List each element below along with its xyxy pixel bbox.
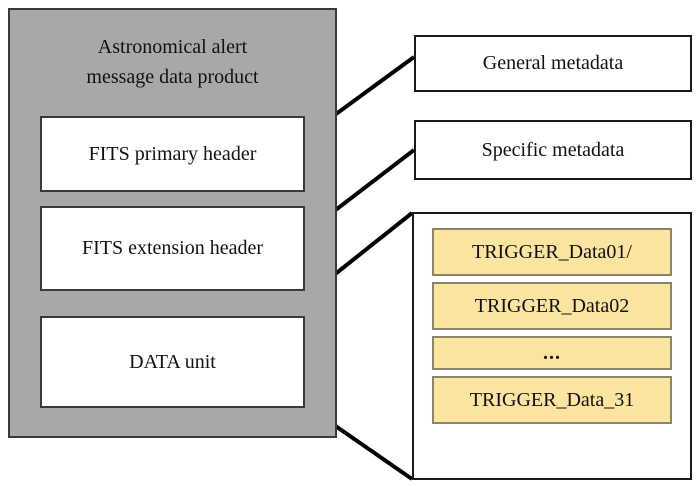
section-label: DATA unit <box>129 350 216 373</box>
section-fits-extension-header[interactable]: FITS extension header <box>40 206 305 291</box>
trigger-item-label: TRIGGER_Data02 <box>474 294 630 317</box>
trigger-item-label: TRIGGER_Data_31 <box>469 388 635 411</box>
trigger-item-label: TRIGGER_Data01/ <box>472 240 632 263</box>
trigger-data-list: TRIGGER_Data01/ TRIGGER_Data02 ... TRIGG… <box>432 228 672 430</box>
trigger-data-ellipsis: ... <box>432 336 672 370</box>
trigger-data-item[interactable]: TRIGGER_Data_31 <box>432 376 672 424</box>
product-panel-title: Astronomical alert message data product <box>86 36 259 88</box>
section-data-unit[interactable]: DATA unit <box>40 316 305 408</box>
trigger-data-container: TRIGGER_Data01/ TRIGGER_Data02 ... TRIGG… <box>412 212 692 480</box>
trigger-data-item[interactable]: TRIGGER_Data01/ <box>432 228 672 276</box>
trigger-data-item[interactable]: TRIGGER_Data02 <box>432 282 672 330</box>
box-general-metadata[interactable]: General metadata <box>414 35 692 92</box>
trigger-item-label: ... <box>543 341 561 364</box>
box-label: General metadata <box>482 52 624 74</box>
section-label: FITS extension header <box>81 237 264 259</box>
box-label: Specific metadata <box>481 138 625 161</box>
section-fits-primary-header[interactable]: FITS primary header <box>40 116 305 192</box>
box-specific-metadata[interactable]: Specific metadata <box>414 120 692 180</box>
product-panel: Astronomical alert message data product … <box>8 8 337 438</box>
section-label: FITS primary header <box>88 142 257 165</box>
